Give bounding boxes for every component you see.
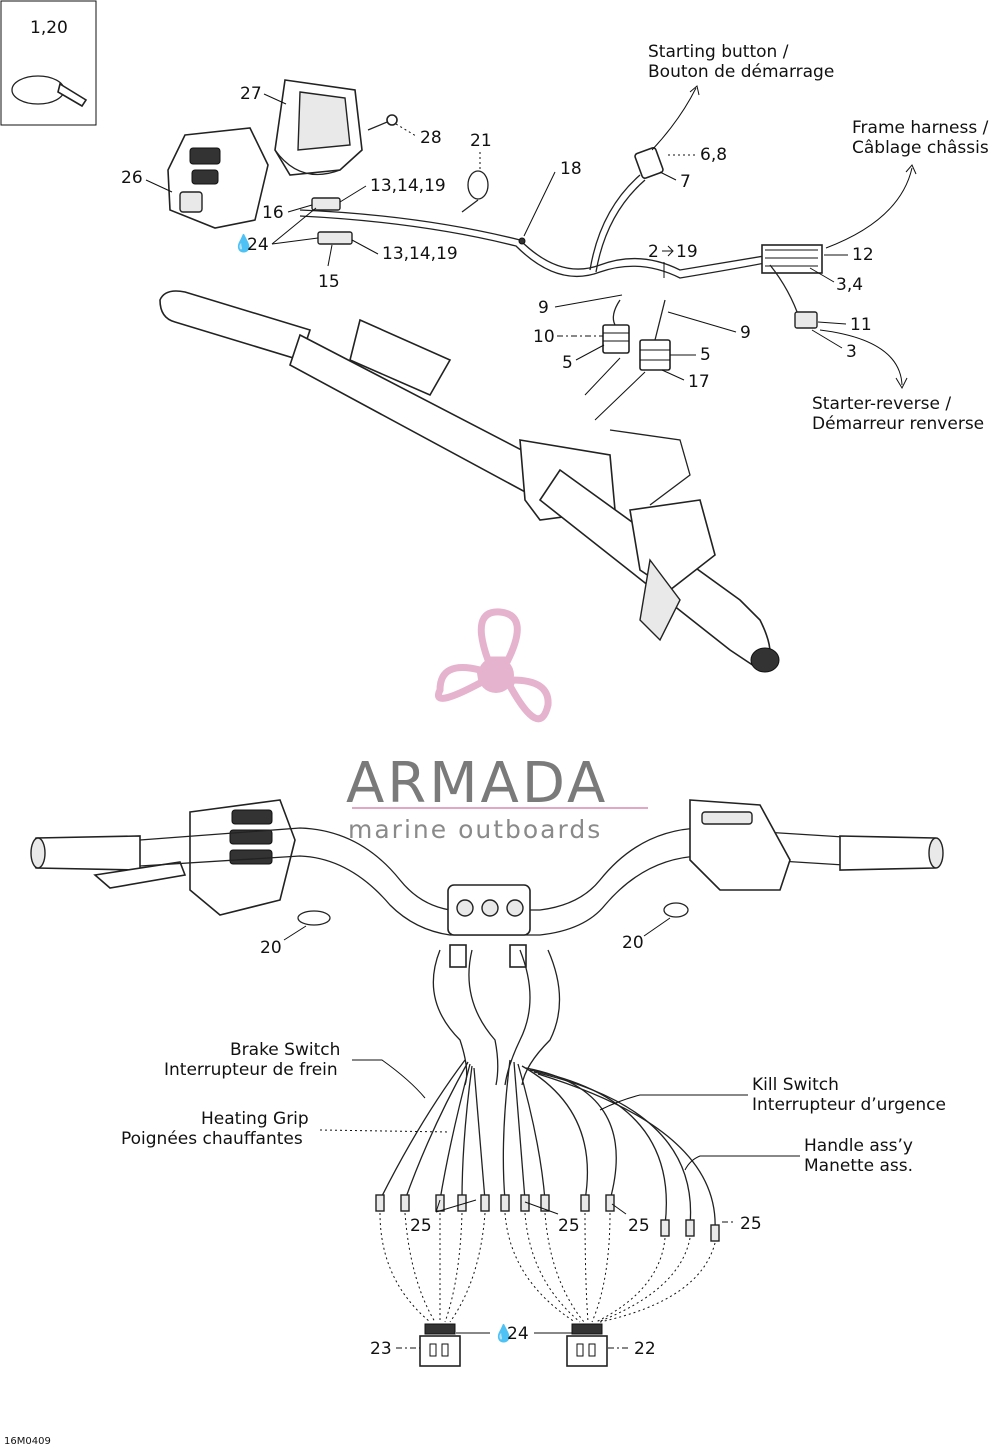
caption-starting-fr: Bouton de démarrage	[648, 62, 834, 82]
callout-24-a: 24	[247, 235, 269, 255]
lower-captions: Brake Switch Interrupteur de frein Heati…	[121, 1040, 946, 1176]
figure-code: 16M0409	[4, 1436, 51, 1447]
callout-24-b: 24	[507, 1324, 529, 1344]
screw-part-28	[367, 114, 398, 131]
arrow-icon	[662, 245, 674, 257]
callout-11: 11	[850, 315, 872, 335]
callout-25-d: 25	[740, 1214, 762, 1234]
callout-19: 19	[676, 242, 698, 262]
cable-tie-20-right	[663, 902, 689, 918]
harness-part-18	[299, 209, 771, 271]
callout-5-a: 5	[562, 353, 573, 373]
callout-27: 27	[240, 84, 262, 104]
callout-20-a: 20	[260, 938, 282, 958]
upper-captions: Starting button / Bouton de démarrage Fr…	[648, 42, 989, 434]
inset-cable-tie: 1,20	[0, 0, 97, 126]
callout-10: 10	[533, 327, 555, 347]
callout-6-8: 6,8	[700, 145, 727, 165]
callout-2: 2	[648, 242, 659, 262]
switch-housing-part-26	[167, 127, 269, 229]
callout-20-b: 20	[622, 933, 644, 953]
oil-icon-24-b: 💧	[493, 1323, 514, 1344]
arrow-starting	[651, 87, 697, 151]
connectors-25	[375, 1194, 720, 1242]
callout-16: 16	[262, 203, 284, 223]
right-grip	[839, 835, 942, 871]
callout-26: 26	[121, 168, 143, 188]
callout-18: 18	[560, 159, 582, 179]
callout-5-b: 5	[700, 345, 711, 365]
pin-guide-lines	[379, 1212, 716, 1323]
left-grip	[31, 835, 141, 871]
caption-heat-fr: Poignées chauffantes	[121, 1129, 303, 1149]
caption-handle-en: Handle ass’y	[804, 1136, 913, 1156]
caption-brake-en: Brake Switch	[230, 1040, 340, 1060]
callout-21: 21	[470, 131, 492, 151]
callout-12: 12	[852, 245, 874, 265]
connector-part-15	[317, 231, 353, 245]
inset-label: 1,20	[30, 18, 68, 38]
connector-part-10	[602, 324, 630, 354]
starting-button-connector-7	[634, 147, 664, 179]
watermark-tagline: marine outboards	[348, 815, 602, 844]
callout-3: 3	[846, 342, 857, 362]
callout-13-a: 13,14,19	[370, 176, 446, 196]
caption-kill-fr: Interrupteur d’urgence	[752, 1095, 946, 1115]
watermark-brand: ARMADA	[346, 751, 608, 816]
callout-13-b: 13,14,19	[382, 244, 458, 264]
callout-7: 7	[680, 172, 691, 192]
handlebar-clamp	[447, 884, 531, 968]
callout-23: 23	[370, 1339, 392, 1359]
lower-callouts: 20 20 25 25 25 25 23 💧 24 22	[260, 917, 762, 1359]
upper-handlebar	[159, 290, 780, 673]
cable-tie-part-21	[461, 170, 489, 213]
lower-assembly	[30, 799, 944, 1367]
upper-assembly	[159, 79, 823, 673]
caption-starter-fr: Démarreur renverse	[812, 414, 984, 434]
callout-25-c: 25	[628, 1216, 650, 1236]
cable-tie-20-left	[297, 910, 331, 926]
caption-frame-en: Frame harness /	[852, 118, 989, 138]
cover-part-27	[274, 79, 363, 176]
caption-starter-en: Starter-reverse /	[812, 394, 951, 414]
watermark: ARMADA marine outboards	[346, 608, 648, 844]
callout-15: 15	[318, 272, 340, 292]
frame-harness-connector-12	[761, 244, 823, 274]
connector-housing-23	[419, 1323, 461, 1367]
starter-reverse-connector-11	[794, 311, 818, 329]
connector-part-17	[639, 339, 671, 371]
caption-starting-en: Starting button /	[648, 42, 789, 62]
caption-handle-fr: Manette ass.	[804, 1156, 913, 1176]
callout-28: 28	[420, 128, 442, 148]
callout-3-4: 3,4	[836, 275, 863, 295]
callout-17: 17	[688, 372, 710, 392]
callout-22: 22	[634, 1339, 656, 1359]
callout-25-b: 25	[558, 1216, 580, 1236]
caption-brake-fr: Interrupteur de frein	[164, 1060, 338, 1080]
caption-frame-fr: Câblage châssis	[852, 138, 989, 158]
upper-callouts: 27 28 26 21 18 13,14,19 16 💧 24 13,14,19…	[121, 84, 874, 392]
arrow-frame	[825, 167, 913, 249]
caption-kill-en: Kill Switch	[752, 1075, 839, 1095]
caption-heat-en: Heating Grip	[201, 1109, 309, 1129]
arrow-starter	[819, 329, 903, 386]
callout-25-a: 25	[410, 1216, 432, 1236]
oil-icon-24-a: 💧	[233, 233, 254, 254]
cable-tie-icon	[11, 75, 88, 108]
connector-part-16	[311, 197, 341, 211]
callout-9-b: 9	[740, 323, 751, 343]
propeller-logo-icon	[435, 608, 552, 723]
connector-housing-22	[566, 1323, 608, 1367]
callout-9-a: 9	[538, 298, 549, 318]
